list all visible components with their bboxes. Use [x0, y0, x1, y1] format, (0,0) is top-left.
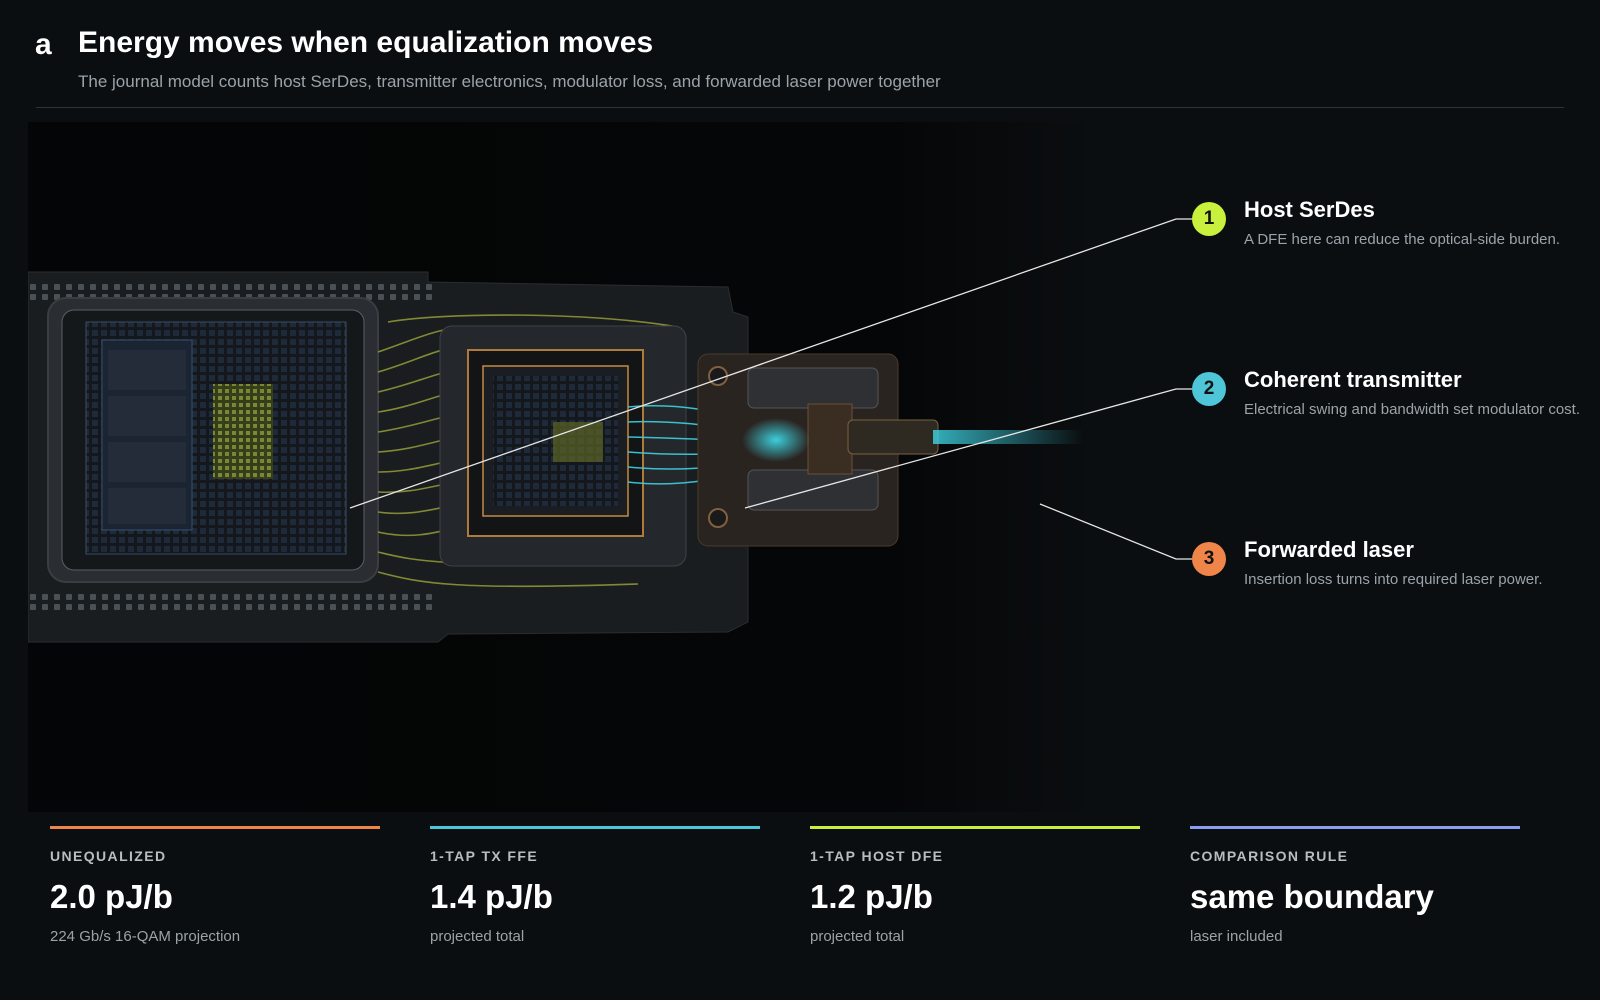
- metric-bar: [50, 826, 380, 829]
- callout-number-2: 2: [1192, 372, 1226, 406]
- callout-desc-3: Insertion loss turns into required laser…: [1244, 571, 1543, 588]
- metric-bar: [430, 826, 760, 829]
- metric-note: projected total: [810, 928, 905, 945]
- package-illustration: [28, 122, 1100, 812]
- metric-label: 1-TAP TX FFE: [430, 848, 539, 864]
- callout-desc-1: A DFE here can reduce the optical-side b…: [1244, 231, 1561, 248]
- metric-tx-ffe: 1-TAP TX FFE 1.4 pJ/b projected total: [430, 826, 760, 945]
- metric-label: COMPARISON RULE: [1190, 848, 1349, 864]
- metric-note: laser included: [1190, 928, 1283, 945]
- callout-number-3: 3: [1192, 542, 1226, 576]
- callout-title-3: Forwarded laser: [1244, 537, 1414, 562]
- metric-host-dfe: 1-TAP HOST DFE 1.2 pJ/b projected total: [810, 826, 1140, 945]
- metric-note: 224 Gb/s 16-QAM projection: [50, 928, 241, 945]
- metric-unequalized: UNEQUALIZED 2.0 pJ/b 224 Gb/s 16-QAM pro…: [50, 826, 380, 945]
- package-render: [28, 271, 1083, 643]
- metric-note: projected total: [430, 928, 525, 945]
- page-subtitle: The journal model counts host SerDes, tr…: [78, 72, 941, 91]
- header-divider: [36, 107, 1564, 108]
- metric-value: 1.4 pJ/b: [430, 878, 553, 915]
- metric-value: 2.0 pJ/b: [50, 878, 173, 915]
- metric-value: same boundary: [1190, 878, 1434, 915]
- metric-bar: [1190, 826, 1520, 829]
- panel-letter: a: [35, 28, 52, 61]
- metric-comparison-rule: COMPARISON RULE same boundary laser incl…: [1190, 826, 1520, 945]
- metric-bar: [810, 826, 1140, 829]
- callout-title-2: Coherent transmitter: [1244, 367, 1462, 392]
- metric-value: 1.2 pJ/b: [810, 878, 933, 915]
- page-title: Energy moves when equalization moves: [78, 26, 654, 59]
- metric-label: UNEQUALIZED: [50, 848, 167, 864]
- callout-number-1: 1: [1192, 202, 1226, 236]
- callout-title-1: Host SerDes: [1244, 197, 1375, 222]
- metric-label: 1-TAP HOST DFE: [810, 848, 944, 864]
- callout-desc-2: Electrical swing and bandwidth set modul…: [1244, 401, 1581, 418]
